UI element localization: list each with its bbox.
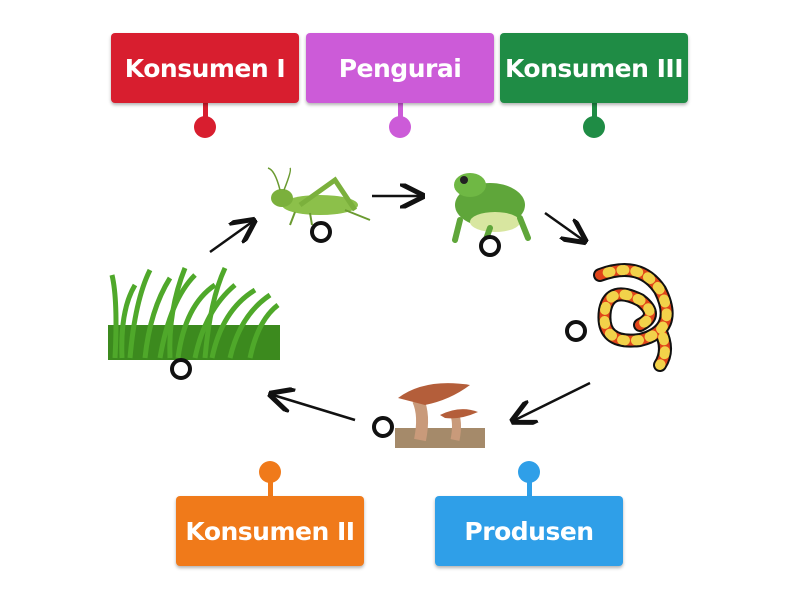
label-pin-dot[interactable] <box>583 116 605 138</box>
grass-image <box>108 266 280 360</box>
label-pengurai[interactable]: Pengurai <box>306 33 494 103</box>
label-pin-dot[interactable] <box>194 116 216 138</box>
mushroom-image <box>395 383 485 448</box>
drop-target-grass[interactable] <box>170 358 192 380</box>
label-konsumen-iii[interactable]: Konsumen III <box>500 33 688 103</box>
label-pin-stem <box>268 476 273 496</box>
label-pin-dot[interactable] <box>259 461 281 483</box>
label-konsumen-ii[interactable]: Konsumen II <box>176 496 364 566</box>
frog-image <box>452 173 531 245</box>
label-pin-stem <box>398 103 403 123</box>
arrow-snake-to-mushroom <box>515 381 591 420</box>
label-konsumen-i[interactable]: Konsumen I <box>111 33 299 103</box>
snake-image <box>593 263 674 372</box>
arrow-grass-to-grasshopper <box>209 222 252 254</box>
drop-target-mushroom[interactable] <box>372 416 394 438</box>
label-pin-dot[interactable] <box>389 116 411 138</box>
drop-target-frog[interactable] <box>479 235 501 257</box>
arrow-mushroom-to-grass <box>273 395 356 422</box>
label-produsen[interactable]: Produsen <box>435 496 623 566</box>
grasshopper-image <box>267 167 371 226</box>
drop-target-snake[interactable] <box>565 320 587 342</box>
label-pin-dot[interactable] <box>518 461 540 483</box>
label-pin-stem <box>203 103 208 123</box>
drop-target-grasshopper[interactable] <box>310 221 332 243</box>
label-pin-stem <box>527 476 532 496</box>
arrow-frog-to-snake <box>544 211 583 240</box>
label-pin-stem <box>592 103 597 123</box>
